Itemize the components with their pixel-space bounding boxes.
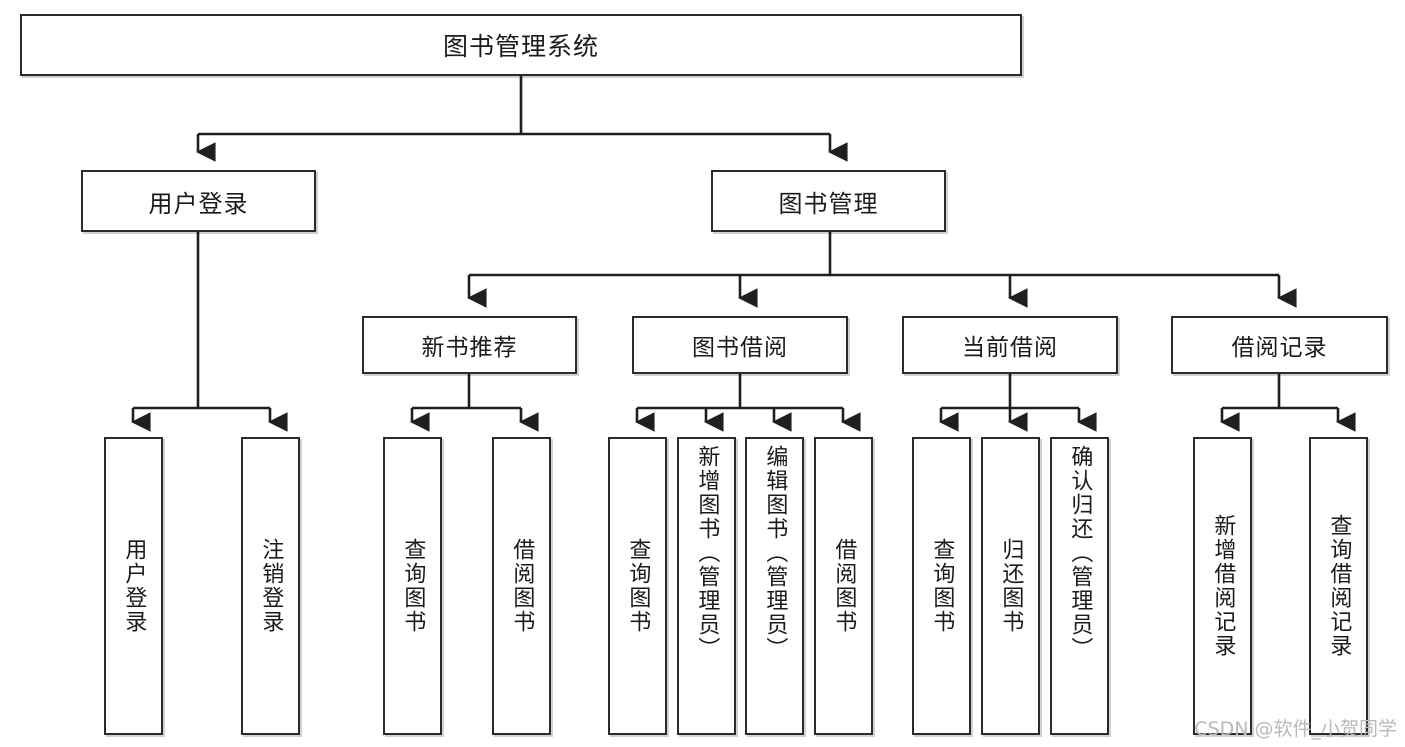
node-borrow-record-label: 借阅记录 <box>1231 335 1328 361</box>
node-current-borrow[interactable]: 当前借阅 <box>902 316 1118 374</box>
leaf-add-book-admin-label: 新增图书（管理员） <box>694 445 720 661</box>
node-book-borrow-label: 图书借阅 <box>692 335 788 361</box>
leaf-borrow-book[interactable]: 借阅图书 <box>814 437 873 735</box>
leaf-query-book-current-label: 查询图书 <box>929 538 955 634</box>
leaf-query-borrow-record[interactable]: 查询借阅记录 <box>1309 437 1368 735</box>
leaf-confirm-return-admin[interactable]: 确认归还（管理员） <box>1050 437 1109 735</box>
node-new-book-recommend-label: 新书推荐 <box>421 335 518 361</box>
leaf-edit-book-admin-label: 编辑图书（管理员） <box>762 445 788 661</box>
leaf-add-book-admin[interactable]: 新增图书（管理员） <box>677 437 736 735</box>
leaf-query-book-current[interactable]: 查询图书 <box>912 437 971 735</box>
leaf-edit-book-admin[interactable]: 编辑图书（管理员） <box>745 437 804 735</box>
leaf-query-borrow-record-label: 查询借阅记录 <box>1326 514 1352 658</box>
leaf-query-book-recommend-label: 查询图书 <box>400 538 426 634</box>
leaf-return-book[interactable]: 归还图书 <box>981 437 1040 735</box>
leaf-logout[interactable]: 注销登录 <box>241 437 300 735</box>
leaf-user-login-label: 用户登录 <box>121 538 147 634</box>
leaf-query-book-recommend[interactable]: 查询图书 <box>383 437 442 735</box>
node-new-book-recommend[interactable]: 新书推荐 <box>362 316 577 374</box>
leaf-confirm-return-admin-label: 确认归还（管理员） <box>1067 445 1093 661</box>
node-book-borrow[interactable]: 图书借阅 <box>632 316 848 374</box>
node-borrow-record[interactable]: 借阅记录 <box>1171 316 1388 374</box>
leaf-add-borrow-record-label: 新增借阅记录 <box>1210 514 1236 658</box>
leaf-add-borrow-record[interactable]: 新增借阅记录 <box>1193 437 1252 735</box>
leaf-borrow-book-label: 借阅图书 <box>831 538 857 634</box>
node-user-login-label: 用户登录 <box>148 189 249 218</box>
leaf-return-book-label: 归还图书 <box>998 538 1024 634</box>
leaf-logout-label: 注销登录 <box>258 538 284 634</box>
leaf-borrow-book-recommend-label: 借阅图书 <box>509 538 535 634</box>
node-root[interactable]: 图书管理系统 <box>20 14 1022 76</box>
leaf-user-login[interactable]: 用户登录 <box>104 437 163 735</box>
node-book-management[interactable]: 图书管理 <box>711 170 946 232</box>
watermark: CSDN @软件_小贺同学 <box>1194 718 1397 740</box>
node-root-label: 图书管理系统 <box>442 32 599 61</box>
leaf-query-book-borrow[interactable]: 查询图书 <box>608 437 667 735</box>
leaf-borrow-book-recommend[interactable]: 借阅图书 <box>492 437 551 735</box>
leaf-query-book-borrow-label: 查询图书 <box>625 538 651 634</box>
node-book-management-label: 图书管理 <box>778 189 879 218</box>
node-user-login[interactable]: 用户登录 <box>81 170 316 232</box>
node-current-borrow-label: 当前借阅 <box>962 335 1058 361</box>
